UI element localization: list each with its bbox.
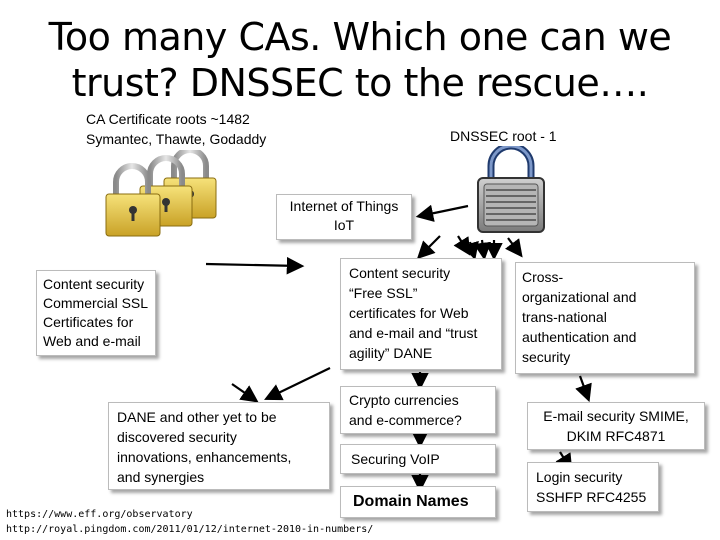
dane-line: innovations, enhancements, [117, 449, 292, 465]
iot-box: Internet of Things IoT [276, 194, 412, 240]
crypto-line: Crypto currencies [349, 392, 459, 408]
iot-line-2: IoT [333, 217, 355, 233]
crypto-box: Crypto currencies and e-commerce? [340, 386, 496, 434]
title-line-1: Too many CAs. Which one can we [48, 15, 672, 59]
content-security-commercial-box: Content security Commercial SSL Certific… [36, 270, 156, 356]
cross-org-line: security [522, 349, 571, 365]
email-security-box: E-mail security SMIME, DKIM RFC4871 [527, 402, 705, 450]
dane-line: discovered security [117, 429, 237, 445]
gray-padlock-icon [477, 146, 545, 233]
cross-organizational-box: Cross- organizational and trans-national… [515, 262, 695, 374]
ca-roots-line-1: CA Certificate roots ~1482 [86, 111, 250, 127]
login-line: Login security [536, 469, 623, 485]
email-line: DKIM RFC4871 [566, 428, 666, 444]
slide-title: Too many CAs. Which one can we trust? DN… [40, 14, 680, 106]
login-security-box: Login security SSHFP RFC4255 [527, 462, 659, 512]
dane-line: and synergies [117, 469, 205, 485]
free-ssl-line: agility” DANE [349, 345, 433, 361]
source-url-2: http://royal.pingdom.com/2011/01/12/inte… [6, 524, 374, 535]
free-ssl-line: certificates for Web [349, 305, 469, 321]
cross-org-line: trans-national [522, 309, 607, 325]
source-url-1: https://www.eff.org/observatory [6, 509, 193, 520]
iot-line-1: Internet of Things [289, 198, 399, 214]
free-ssl-line: Content security [349, 265, 451, 281]
free-ssl-line: and e-mail and “trust [349, 325, 478, 341]
cross-org-line: Cross- [522, 269, 564, 285]
ca-roots-line-2: Symantec, Thawte, Godaddy [86, 131, 267, 147]
crypto-line: and e-commerce? [349, 412, 462, 428]
dane-line: DANE and other yet to be [117, 409, 277, 425]
cross-org-line: organizational and [522, 289, 637, 305]
ca-roots-text: CA Certificate roots ~1482 Symantec, Tha… [86, 109, 266, 149]
dnssec-root-text: DNSSEC root - 1 [450, 128, 557, 144]
commercial-line: Certificates for [43, 314, 134, 330]
login-line: SSHFP RFC4255 [536, 489, 647, 505]
email-line: E-mail security SMIME, [543, 408, 689, 424]
commercial-line: Commercial SSL [43, 295, 149, 311]
commercial-line: Web and e-mail [43, 333, 141, 349]
commercial-line: Content security [43, 276, 145, 292]
dane-other-box: DANE and other yet to be discovered secu… [108, 402, 330, 490]
domain-names-box: Domain Names [340, 486, 496, 518]
content-security-free-ssl-box: Content security “Free SSL” certificates… [340, 258, 502, 370]
free-ssl-line: “Free SSL” [349, 285, 418, 301]
voip-box: Securing VoIP [340, 444, 496, 474]
title-line-2: trust? DNSSEC to the rescue…. [71, 61, 649, 105]
gold-padlock-icon [105, 150, 217, 237]
cross-org-line: authentication and [522, 329, 637, 345]
